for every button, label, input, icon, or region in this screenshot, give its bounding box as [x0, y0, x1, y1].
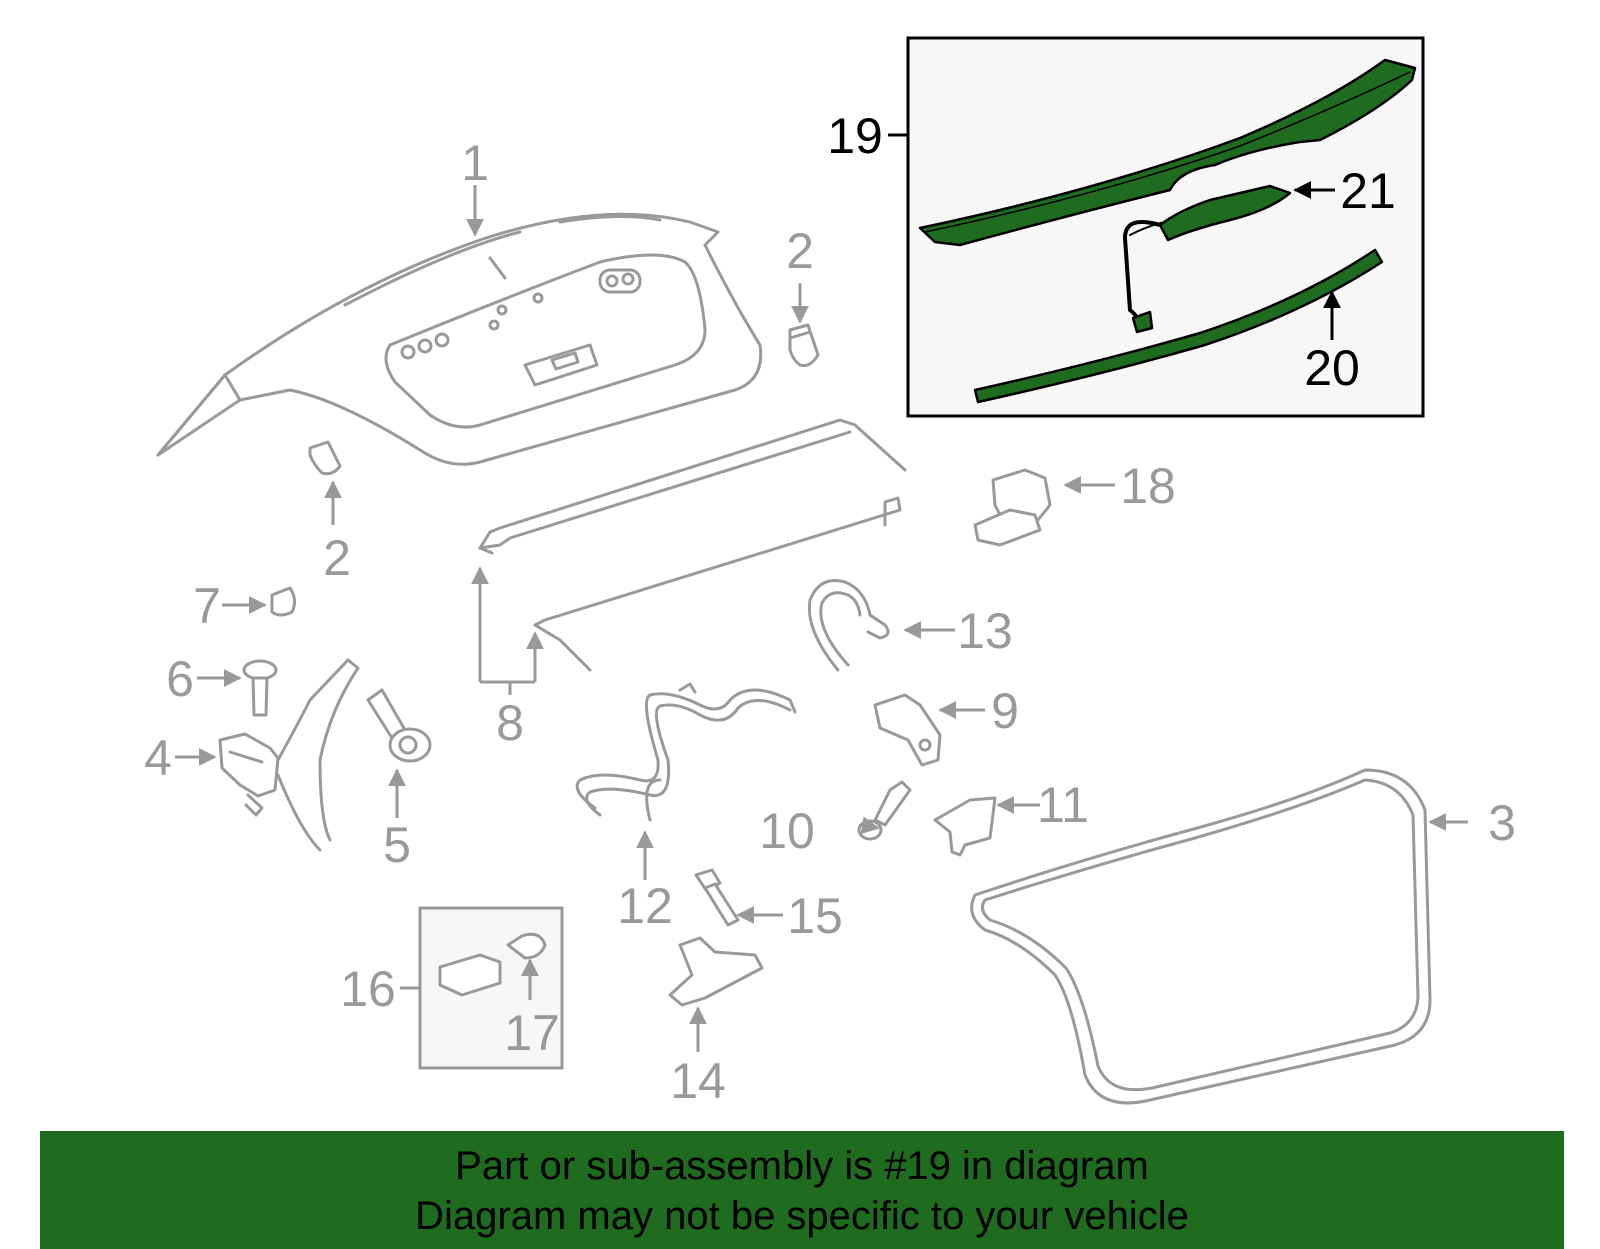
weatherstrip — [970, 768, 1432, 1105]
callout-3: 3 — [1488, 795, 1516, 851]
callout-2-bottom: 2 — [323, 530, 351, 586]
callout-21: 21 — [1340, 163, 1396, 219]
bumper-bottom — [308, 440, 342, 476]
callout-13: 13 — [957, 603, 1013, 659]
bracket-9 — [873, 693, 942, 767]
leader-lines — [175, 133, 1468, 1052]
callout-8: 8 — [496, 695, 524, 751]
callout-2-top: 2 — [786, 223, 814, 279]
latch — [218, 658, 360, 852]
inset-16-17 — [418, 906, 564, 1070]
harness-13 — [807, 579, 890, 672]
callout-6: 6 — [166, 651, 194, 707]
spoiler-19 — [918, 58, 1417, 247]
plug-7 — [270, 586, 297, 617]
bracket-14 — [668, 936, 764, 1007]
callout-12: 12 — [617, 878, 673, 934]
callout-17: 17 — [504, 1005, 560, 1061]
callout-14: 14 — [670, 1053, 726, 1109]
callout-20: 20 — [1304, 340, 1360, 396]
banner-line-2: Diagram may not be specific to your vehi… — [415, 1194, 1189, 1238]
callout-16: 16 — [340, 961, 396, 1017]
torsion-rods — [478, 418, 907, 672]
molding-20 — [973, 248, 1384, 404]
callout-10: 10 — [759, 803, 815, 859]
inset-spoiler — [906, 36, 1425, 418]
callout-11: 11 — [1037, 777, 1089, 833]
callout-19: 19 — [827, 108, 883, 164]
callout-5: 5 — [383, 817, 411, 873]
callout-18: 18 — [1120, 458, 1176, 514]
callout-4: 4 — [144, 730, 172, 786]
trunk-lid — [156, 212, 763, 466]
callout-15: 15 — [787, 888, 843, 944]
hinge-18 — [973, 468, 1052, 547]
callout-labels: 1 2 2 3 4 5 6 7 8 9 10 11 12 13 14 15 16… — [144, 108, 1516, 1109]
callout-9: 9 — [991, 683, 1019, 739]
brake-light-21 — [1122, 184, 1292, 334]
screw-6 — [242, 659, 278, 717]
bumper-top — [788, 323, 820, 367]
banner-line-1: Part or sub-assembly is #19 in diagram — [455, 1144, 1149, 1188]
clip-11 — [933, 796, 997, 857]
bolt-5 — [366, 688, 432, 763]
bolt-15 — [694, 868, 740, 927]
wiring-harness — [575, 682, 797, 822]
bolt-10 — [857, 780, 912, 841]
info-banner: Part or sub-assembly is #19 in diagram D… — [40, 1131, 1564, 1249]
callout-1: 1 — [461, 135, 489, 191]
callout-7: 7 — [193, 578, 221, 634]
